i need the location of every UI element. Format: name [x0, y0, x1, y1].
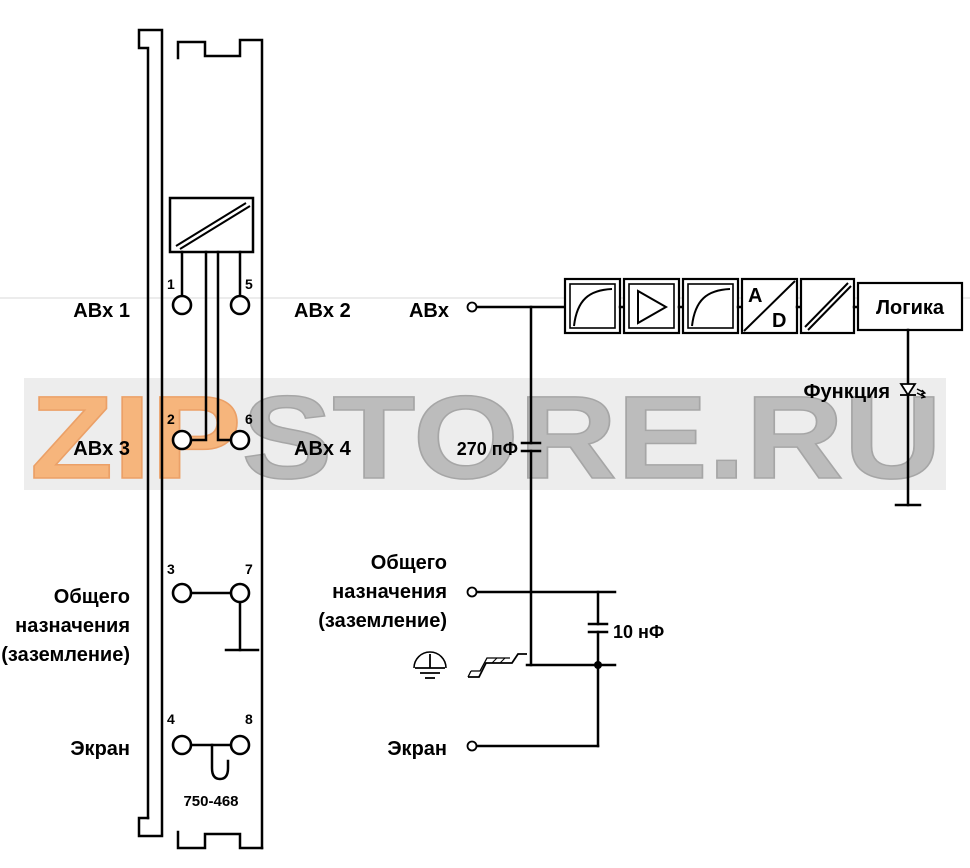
terminal-number-3: 3: [167, 561, 175, 577]
terminal-number-5: 5: [245, 276, 253, 292]
schematic-input-pin: [466, 301, 478, 313]
module-housing: [137, 28, 264, 850]
schematic-common-3: (заземление): [318, 610, 447, 632]
amplifier-block: [622, 277, 681, 335]
shield-hook: [210, 743, 230, 781]
isolation-block: [799, 277, 856, 335]
module-wiring: [180, 250, 260, 781]
terminal-number-7: 7: [245, 561, 253, 577]
function-label: Функция: [803, 381, 890, 403]
module-right-labels: ABx 2 ABx 4: [294, 300, 352, 460]
terminal-4: [171, 734, 193, 756]
led-icon: [899, 383, 927, 399]
logic-block: Логика: [856, 281, 964, 332]
amplifier-icon: [637, 289, 669, 325]
ad-converter-a: A: [748, 285, 762, 307]
terminal-1: [171, 294, 193, 316]
converter-box: [168, 196, 255, 254]
label-input-2: ABx 2: [294, 300, 351, 322]
terminal-number-4: 4: [167, 711, 175, 727]
module-part-number: 750-468: [183, 793, 238, 810]
watermark-zip: ZIP: [30, 372, 242, 504]
label-shield: Экран: [70, 738, 130, 760]
terminal-6: [229, 429, 251, 451]
schematic-input-label: ABx: [409, 300, 449, 322]
isolation-icon-a: [804, 282, 849, 328]
low-pass-filter-icon: [573, 288, 613, 327]
label-common-1: Общего: [54, 586, 130, 608]
filter-block-1: [563, 277, 622, 335]
label-input-1: ABx 1: [73, 300, 130, 322]
terminal-3: [171, 582, 193, 604]
logic-block-outer: [856, 281, 964, 332]
schematic-shield-pin: [466, 740, 478, 752]
label-common-3: (заземление): [1, 644, 130, 666]
ad-converter-d: D: [772, 310, 786, 332]
schematic-common-1: Общего: [371, 552, 447, 574]
terminal-number-1: 1: [167, 276, 175, 292]
protective-earth-icon: [413, 651, 447, 679]
capacitor-270-label: 270 пФ: [457, 439, 518, 459]
wire-terminal-2: [189, 250, 208, 442]
isolation-converter: [168, 196, 255, 254]
schematic-input: ABx 270 пФ: [409, 300, 567, 667]
terminal-7: [229, 582, 251, 604]
housing-bottom-left-clip: [137, 816, 164, 838]
housing-left-outer: [137, 28, 164, 836]
housing-top-clip: [176, 38, 264, 850]
wire-terminal-6: [216, 250, 233, 442]
capacitor-10-label: 10 нФ: [613, 622, 664, 642]
isolation-block-outer: [799, 277, 856, 335]
logic-label: Логика: [876, 297, 945, 319]
label-input-3: ABx 3: [73, 438, 130, 460]
junction-dot: [594, 661, 602, 669]
terminal-number-8: 8: [245, 711, 253, 727]
filter-block-1-inner: [569, 283, 616, 329]
schematic-common: Общего назначения (заземление) 10 нФ Экр…: [318, 552, 664, 760]
terminals: 1 5 2 6 3 7 4 8 750-468: [167, 276, 253, 810]
label-input-4: ABx 4: [294, 438, 352, 460]
ad-converter-diagonal: [743, 280, 796, 332]
signal-chain-blocks: A D Логика Функция: [563, 277, 964, 507]
terminal-8: [229, 734, 251, 756]
schematic-shield-label: Экран: [387, 738, 447, 760]
terminal-number-2: 2: [167, 411, 175, 427]
converter-diagonal-a: [175, 202, 247, 247]
converter-diagonal-b: [179, 205, 251, 250]
terminal-2: [171, 429, 193, 451]
low-pass-filter-icon: [691, 288, 731, 327]
watermark-store: STORE.RU: [242, 372, 942, 504]
schematic-common-pin: [466, 586, 478, 598]
label-common-2: назначения: [15, 615, 130, 637]
terminal-number-6: 6: [245, 411, 253, 427]
ad-converter-block: A D: [740, 277, 799, 335]
housing-bottom-clip: [176, 830, 264, 850]
terminal-5: [229, 294, 251, 316]
left-labels: ABx 1 ABx 3 Общего назначения (заземлени…: [1, 300, 130, 760]
din-rail-icon: [467, 653, 527, 678]
filter-block-2-inner: [687, 283, 734, 329]
amplifier-block-inner: [628, 283, 675, 329]
schematic-common-2: назначения: [332, 581, 447, 603]
filter-block-2: [681, 277, 740, 335]
isolation-icon-b: [807, 285, 852, 331]
